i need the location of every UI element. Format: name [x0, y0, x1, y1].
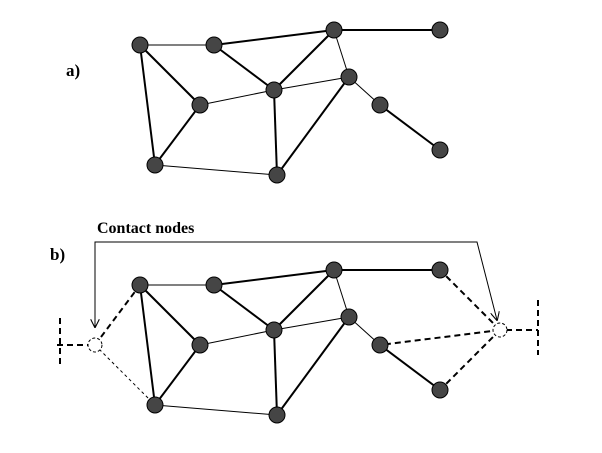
panel-a-node-a2	[205, 36, 223, 54]
panel-b-edge-b6-b7	[273, 316, 350, 331]
panel-a-edge-a10-a11	[154, 164, 278, 176]
panel-b-node-b5	[191, 336, 209, 354]
panel-b-edge-b7-b11	[276, 316, 350, 416]
panel-a-edge-a3-a6	[273, 29, 335, 91]
contact-arrow-bracket	[94, 241, 497, 326]
panel-b-edge-c_left-b1	[94, 284, 141, 346]
panel-b-node-b10	[146, 396, 164, 414]
panel-b-edge-b10-b11	[154, 404, 278, 416]
panel-a-edge-a8-a9	[379, 104, 441, 151]
panel-a-node-a9	[431, 141, 449, 159]
panel-b-node-b9	[431, 381, 449, 399]
panel-a-label: a)	[66, 61, 80, 80]
panel-a-node-a11	[268, 166, 286, 184]
panel-b-node-b2	[205, 276, 223, 294]
panel-a-node-a4	[431, 21, 449, 39]
panel-b-edge-c_right-b4	[439, 269, 501, 331]
panel-b-edge-b3-b6	[273, 269, 335, 331]
panel-b-edge-b5-b10	[154, 344, 201, 406]
panel-a-node-a7	[340, 68, 358, 86]
panel-b-edge-b8-b9	[379, 344, 441, 391]
panel-b-edge-c_left-b10	[94, 344, 156, 406]
panel-b-edge-b2-b6	[213, 284, 275, 331]
panel-a-edge-a5-a6	[199, 89, 275, 106]
contact-nodes-label: Contact nodes	[97, 220, 194, 237]
panel-a-edge-a1-a5	[139, 44, 201, 106]
panel-b-node-b4	[431, 261, 449, 279]
nodes-layer	[87, 21, 508, 424]
panel-a-edge-a5-a10	[154, 104, 201, 166]
panel-a-edge-a2-a6	[213, 44, 275, 91]
left-boundary	[57, 318, 90, 368]
panel-b-node-b6	[265, 321, 283, 339]
panel-a-node-a8	[371, 96, 389, 114]
panel-a-edge-a6-a7	[273, 76, 350, 91]
panel-b-edge-c_right-b8	[379, 329, 501, 346]
panel-b-node-b8	[371, 336, 389, 354]
panel-b-edge-b2-b3	[213, 269, 335, 286]
panel-b-contact-node-c_left	[87, 337, 103, 353]
panel-b-edge-b1-b5	[139, 284, 201, 346]
panel-b-node-b7	[340, 308, 358, 326]
panel-a-edge-a1-a10	[139, 44, 156, 166]
panel-b-node-b11	[268, 406, 286, 424]
panel-a-node-a1	[131, 36, 149, 54]
panel-b-edge-c_right-b9	[439, 329, 501, 391]
panel-a-edge-a2-a3	[213, 29, 335, 46]
panel-a-edge-a7-a11	[276, 76, 350, 176]
panel-a-node-a3	[325, 21, 343, 39]
panel-a-node-a10	[146, 156, 164, 174]
panel-a-node-a5	[191, 96, 209, 114]
edges-layer	[94, 29, 501, 416]
panel-b-edge-b6-b11	[273, 329, 278, 416]
panel-a-edge-a6-a11	[273, 89, 278, 176]
panel-a-node-a6	[265, 81, 283, 99]
panel-b-node-b3	[325, 261, 343, 279]
panel-b-edge-b5-b6	[199, 329, 275, 346]
panel-b-contact-node-c_right	[492, 322, 508, 338]
panel-b-label: b)	[50, 245, 65, 264]
panel-b-edge-b1-b10	[139, 284, 156, 406]
panel-b-node-b1	[131, 276, 149, 294]
right-boundary	[506, 300, 539, 355]
